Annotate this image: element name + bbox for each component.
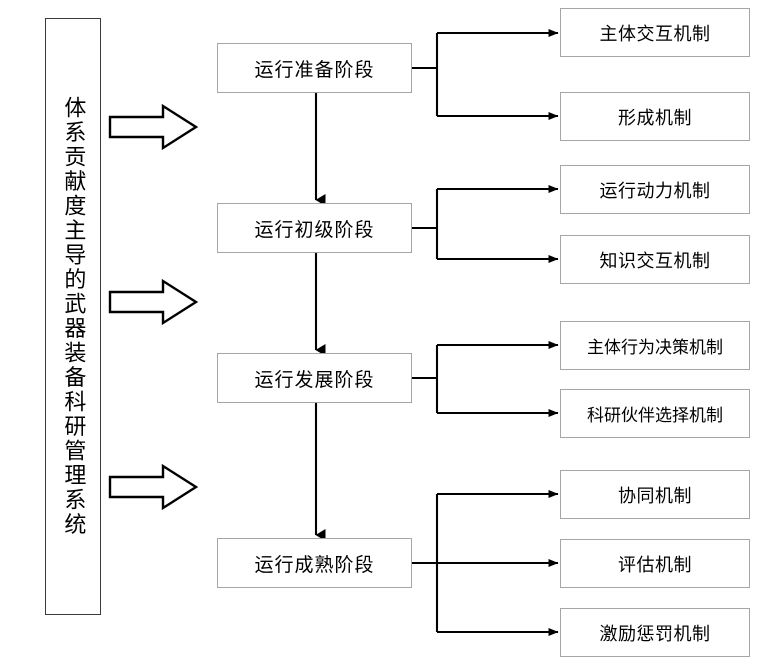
block-arrow-top xyxy=(108,103,199,151)
mechanism-box-formation[interactable]: 形成机制 xyxy=(560,92,750,141)
branch-connector-stage-4 xyxy=(412,490,559,636)
block-arrow-middle xyxy=(108,278,199,326)
mechanism-box-research-partner-selection[interactable]: 科研伙伴选择机制 xyxy=(560,389,750,438)
mechanism-box-knowledge-interaction[interactable]: 知识交互机制 xyxy=(560,235,750,284)
mechanism-box-operation-motivation[interactable]: 运行动力机制 xyxy=(560,165,750,214)
branch-connector-stage-2 xyxy=(412,185,559,263)
stage-box-primary[interactable]: 运行初级阶段 xyxy=(217,203,412,253)
mechanism-box-subject-interaction[interactable]: 主体交互机制 xyxy=(560,8,750,57)
mechanism-box-incentive-punishment[interactable]: 激励惩罚机制 xyxy=(560,608,750,657)
mechanism-box-evaluation[interactable]: 评估机制 xyxy=(560,539,750,588)
system-container: 体系贡献度主导的武器装备科研管理系统 xyxy=(45,18,101,615)
system-title-vertical: 体系贡献度主导的武器装备科研管理系统 xyxy=(61,96,87,537)
stage-box-mature[interactable]: 运行成熟阶段 xyxy=(217,538,412,588)
branch-connector-stage-3 xyxy=(412,341,559,417)
mechanism-box-subject-behavior-decision[interactable]: 主体行为决策机制 xyxy=(560,321,750,370)
stage-box-development[interactable]: 运行发展阶段 xyxy=(217,353,412,403)
stage-box-preparation[interactable]: 运行准备阶段 xyxy=(217,43,412,93)
branch-connector-stage-1 xyxy=(412,29,559,120)
block-arrow-bottom xyxy=(108,463,199,511)
mechanism-box-collaboration[interactable]: 协同机制 xyxy=(560,470,750,519)
